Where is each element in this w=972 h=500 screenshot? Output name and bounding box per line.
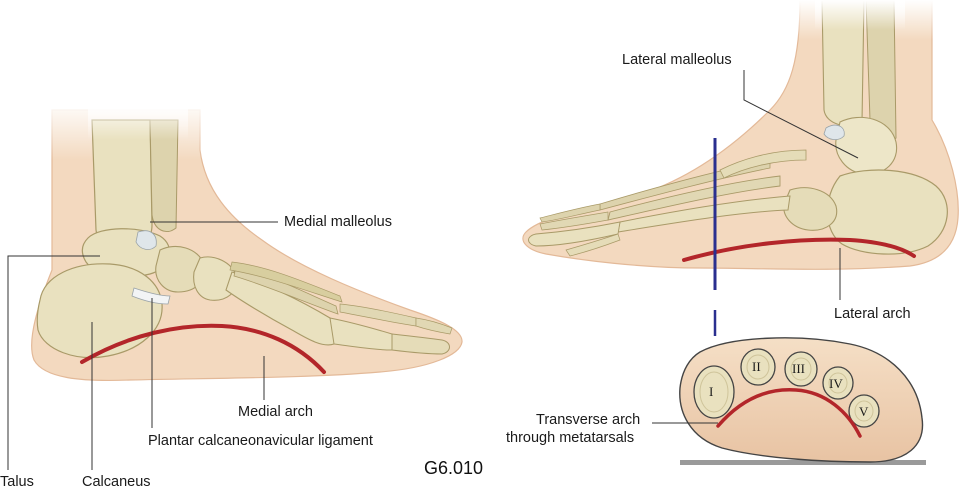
label-plantar-ligament: Plantar calcaneonavicular ligament <box>148 433 373 449</box>
metatarsal-V <box>848 394 880 428</box>
numeral-metatarsal-I: I <box>709 384 714 399</box>
numeral-metatarsal-II: II <box>752 359 761 374</box>
plantar-ligament-band <box>131 287 171 305</box>
fibula-bone <box>149 119 179 232</box>
label-transverse-arch-line1: Transverse arch <box>536 412 641 428</box>
figure-code: G6.010 <box>424 458 484 478</box>
numeral-metatarsal-III: III <box>792 361 805 376</box>
label-medial-malleolus: Medial malleolus <box>284 214 392 230</box>
lateral-toe-phalanges <box>528 221 621 247</box>
lateral-malleolus-bone <box>835 116 898 175</box>
lateral-foot-illustration <box>522 0 959 336</box>
ankle-cartilage <box>135 230 157 250</box>
label-talus: Talus <box>0 474 34 490</box>
numeral-metatarsal-V: V <box>859 404 869 419</box>
lateral-arch-curve <box>682 237 916 262</box>
metatarsal-II <box>740 348 776 386</box>
numeral-metatarsal-IV: IV <box>829 376 843 391</box>
metatarsal-IV <box>822 366 854 400</box>
medial-arch-curve <box>80 323 326 374</box>
ground-line <box>680 460 926 465</box>
label-lateral-arch: Lateral arch <box>834 306 911 322</box>
leader-talus <box>7 255 100 470</box>
cuboid-bone <box>783 187 838 231</box>
metatarsal-III <box>784 351 818 387</box>
label-calcaneus: Calcaneus <box>82 474 151 490</box>
leader-lateral-malleolus <box>743 70 859 159</box>
label-lateral-malleolus: Lateral malleolus <box>622 52 732 68</box>
lateral-calcaneus-bone <box>826 169 948 255</box>
metatarsal-I <box>693 365 735 419</box>
medial-foot-illustration <box>31 100 463 382</box>
label-medial-arch: Medial arch <box>238 404 313 420</box>
label-transverse-arch-line2: through metatarsals <box>506 430 635 446</box>
leader-lines <box>7 70 859 470</box>
transverse-section-illustration <box>679 337 926 465</box>
transverse-arch-curve <box>716 388 862 438</box>
